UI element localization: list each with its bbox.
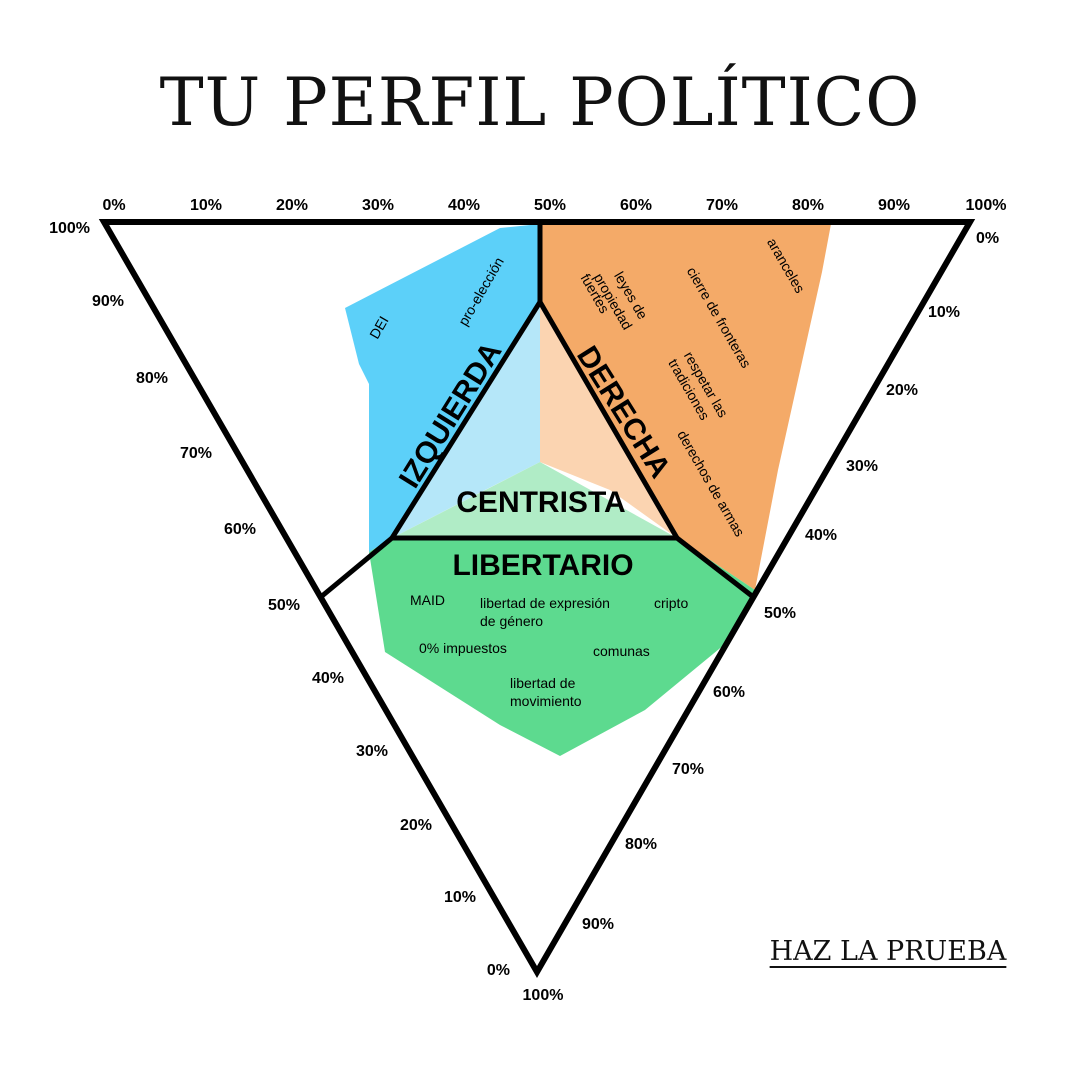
left-axis-tick: 90% bbox=[92, 293, 124, 310]
right-region bbox=[540, 224, 831, 590]
left-axis-tick: 100% bbox=[49, 220, 90, 237]
right-axis-tick: 30% bbox=[846, 458, 878, 475]
top-axis-tick: 50% bbox=[534, 197, 566, 214]
top-axis-tick: 10% bbox=[190, 197, 222, 214]
top-axis-tick: 100% bbox=[966, 197, 1007, 214]
right-axis-tick: 50% bbox=[764, 605, 796, 622]
left-axis-tick: 10% bbox=[444, 889, 476, 906]
top-axis-tick: 0% bbox=[102, 197, 125, 214]
take-test-link[interactable]: HAZ LA PRUEBA bbox=[769, 936, 1007, 967]
left-axis-tick: 30% bbox=[356, 743, 388, 760]
page-title: TU PERFIL POLÍTICO bbox=[159, 64, 921, 141]
top-axis-tick: 20% bbox=[276, 197, 308, 214]
issue-label: 0% impuestos bbox=[419, 640, 507, 656]
left-axis-tick: 60% bbox=[224, 521, 256, 538]
left-axis-tick: 40% bbox=[312, 670, 344, 687]
right-axis-tick: 20% bbox=[886, 382, 918, 399]
top-axis: 0% 10% 20% 30% 40% 50% 60% 70% 80% 90% 1… bbox=[102, 197, 1006, 214]
right-axis-tick: 90% bbox=[582, 916, 614, 933]
center-triangle bbox=[387, 297, 682, 541]
center-inner-region bbox=[392, 462, 677, 538]
left-axis: 100% 90% 80% 70% 60% 50% 40% 30% 20% 10%… bbox=[49, 220, 510, 979]
center-region-label: CENTRISTA bbox=[456, 486, 625, 519]
top-axis-tick: 40% bbox=[448, 197, 480, 214]
top-axis-tick: 80% bbox=[792, 197, 824, 214]
right-axis-tick: 80% bbox=[625, 836, 657, 853]
right-axis: 0% 10% 20% 30% 40% 50% 60% 70% 80% 90% 1… bbox=[523, 230, 1000, 1004]
top-axis-tick: 60% bbox=[620, 197, 652, 214]
libertarian-region-label: LIBERTARIO bbox=[452, 549, 633, 582]
left-divider-line bbox=[320, 536, 394, 598]
left-axis-tick: 0% bbox=[487, 962, 510, 979]
issue-label: MAID bbox=[410, 592, 445, 608]
issue-label: libertad de bbox=[510, 675, 576, 691]
top-axis-tick: 70% bbox=[706, 197, 738, 214]
right-axis-tick: 40% bbox=[805, 527, 837, 544]
left-axis-tick: 70% bbox=[180, 445, 212, 462]
right-axis-tick: 60% bbox=[713, 684, 745, 701]
top-axis-tick: 30% bbox=[362, 197, 394, 214]
libertarian-region bbox=[369, 538, 755, 756]
issue-label: cripto bbox=[654, 595, 688, 611]
right-axis-tick: 70% bbox=[672, 761, 704, 778]
issue-label: de género bbox=[480, 613, 543, 629]
right-divider-line bbox=[675, 536, 754, 598]
issue-label: comunas bbox=[593, 643, 650, 659]
left-region bbox=[345, 224, 540, 552]
left-axis-tick: 20% bbox=[400, 817, 432, 834]
right-axis-tick: 100% bbox=[523, 987, 564, 1004]
left-axis-tick: 50% bbox=[268, 597, 300, 614]
left-axis-tick: 80% bbox=[136, 370, 168, 387]
issue-label: movimiento bbox=[510, 693, 582, 709]
right-axis-tick: 10% bbox=[928, 304, 960, 321]
top-axis-tick: 90% bbox=[878, 197, 910, 214]
outer-triangle bbox=[98, 219, 976, 979]
right-axis-tick: 0% bbox=[976, 230, 999, 247]
issue-label: libertad de expresión bbox=[480, 595, 610, 611]
